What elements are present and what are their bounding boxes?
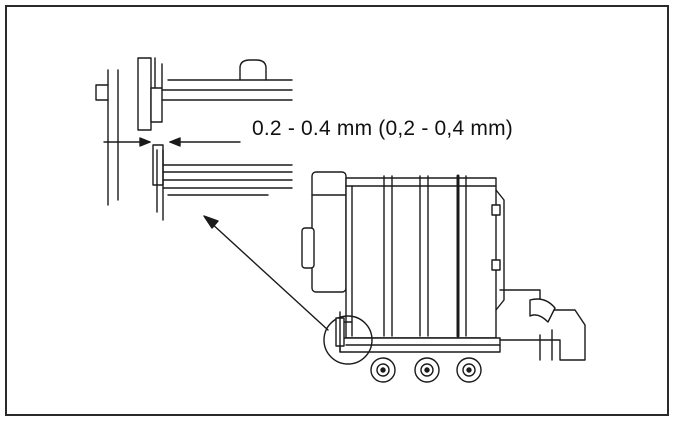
wheel bbox=[370, 357, 396, 383]
detail-circle bbox=[323, 315, 373, 365]
main-assembly bbox=[301, 171, 586, 383]
pointer-arrow bbox=[203, 215, 329, 331]
wheel bbox=[456, 357, 482, 383]
detail-view bbox=[95, 57, 293, 221]
wheel bbox=[414, 357, 440, 383]
dimension-label: 0.2 - 0.4 mm (0,2 - 0,4 mm) bbox=[252, 117, 513, 140]
